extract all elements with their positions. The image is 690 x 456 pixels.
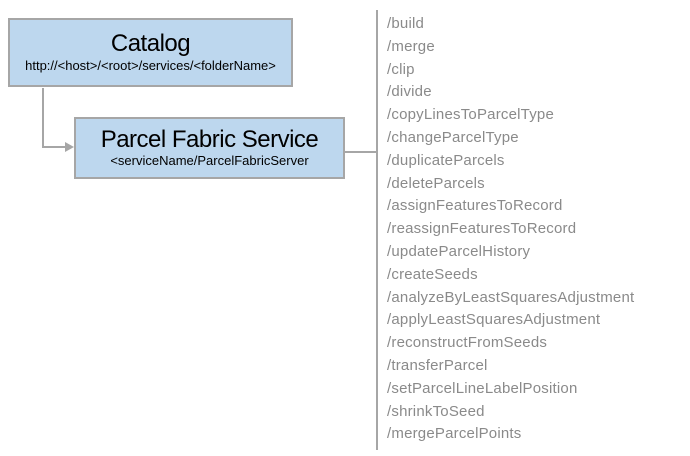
service-url-pattern: <serviceName/ParcelFabricServer <box>110 153 309 169</box>
endpoint-item: /assignFeaturesToRecord <box>387 197 563 215</box>
endpoint-item: /shrinkToSeed <box>387 402 485 420</box>
endpoint-item: /copyLinesToParcelType <box>387 106 554 124</box>
endpoint-item: /changeParcelType <box>387 128 519 146</box>
endpoint-item: /reassignFeaturesToRecord <box>387 220 577 238</box>
catalog-title: Catalog <box>110 30 191 58</box>
endpoint-item: /reconstructFromSeeds <box>387 334 548 352</box>
endpoint-item: /duplicateParcels <box>387 151 505 169</box>
catalog-url-pattern: http://<host>/<root>/services/<folderNam… <box>25 57 276 73</box>
endpoint-item: /clip <box>387 60 415 78</box>
endpoint-item: /updateParcelHistory <box>387 242 531 260</box>
endpoint-item: /mergeParcelPoints <box>387 425 522 443</box>
endpoint-list: /build/merge/clip/divide/copyLinesToParc… <box>387 13 634 446</box>
service-to-endpoints-line <box>345 151 376 153</box>
catalog-to-service-horizontal-line <box>42 146 66 148</box>
parcel-fabric-service-box: Parcel Fabric Service <serviceName/Parce… <box>74 117 345 179</box>
endpoint-item: /divide <box>387 83 432 101</box>
endpoint-item: /setParcelLineLabelPosition <box>387 379 578 397</box>
endpoint-list-divider-line <box>376 10 378 450</box>
endpoint-item: /merge <box>387 37 435 55</box>
endpoint-item: /analyzeByLeastSquaresAdjustment <box>387 288 635 306</box>
catalog-to-service-vertical-line <box>42 88 44 148</box>
endpoint-item: /applyLeastSquaresAdjustment <box>387 311 601 329</box>
endpoint-item: /transferParcel <box>387 356 488 374</box>
service-title: Parcel Fabric Service <box>100 125 319 153</box>
arrowhead-icon <box>65 142 74 152</box>
endpoint-item: /deleteParcels <box>387 174 485 192</box>
endpoint-item: /createSeeds <box>387 265 478 283</box>
endpoint-item: /build <box>387 15 425 32</box>
catalog-box: Catalog http://<host>/<root>/services/<f… <box>8 18 293 87</box>
